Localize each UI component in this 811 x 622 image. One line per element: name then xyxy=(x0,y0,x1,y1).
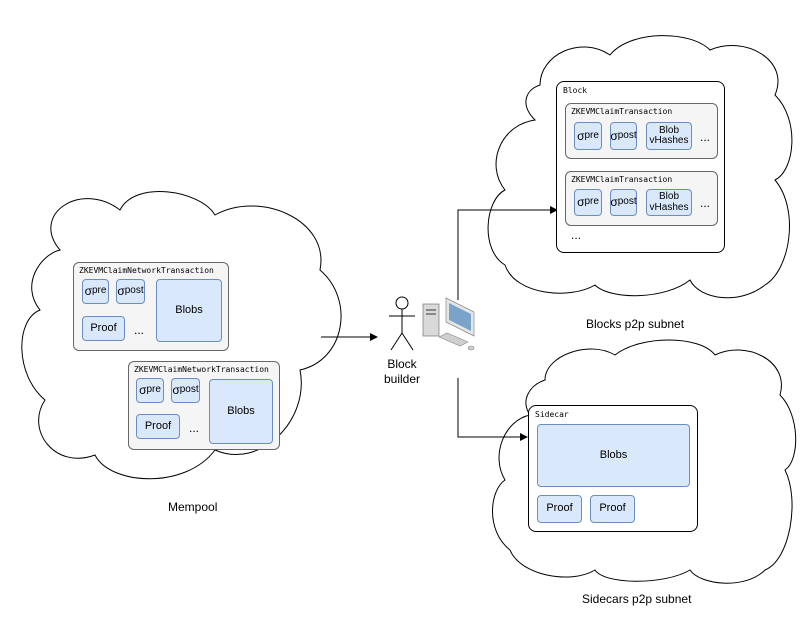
block-builder-label: Block builder xyxy=(383,357,421,386)
tx-title: ZKEVMClaimTransaction xyxy=(571,175,673,184)
proof-chip: Proof xyxy=(136,414,180,439)
ellipsis: ... xyxy=(700,196,711,210)
tx-title: ZKEVMClaimTransaction xyxy=(571,107,673,116)
ellipsis: ... xyxy=(189,421,200,435)
sidecar-title: Sidecar xyxy=(535,410,569,419)
ellipsis: ... xyxy=(134,323,145,337)
proof-chip-2: Proof xyxy=(590,495,635,523)
computer-icon xyxy=(422,297,475,351)
blobs-chip: Blobs xyxy=(537,424,690,487)
more-tx-ellipsis: ... xyxy=(571,228,582,242)
blobs-chip: Blobs xyxy=(209,379,273,444)
blobs-chip: Blobs xyxy=(156,279,222,342)
tx-title: ZKEVMClaimNetworkTransaction xyxy=(134,365,269,374)
ellipsis: ... xyxy=(700,130,711,144)
person-icon xyxy=(389,296,415,351)
block-title: Block xyxy=(563,86,588,95)
tx-title: ZKEVMClaimNetworkTransaction xyxy=(79,266,214,275)
mempool-label: Mempool xyxy=(168,500,218,514)
proof-chip-1: Proof xyxy=(537,495,582,523)
sidecars-subnet-label: Sidecars p2p subnet xyxy=(582,592,692,606)
blocks-subnet-label: Blocks p2p subnet xyxy=(586,317,685,331)
proof-chip: Proof xyxy=(82,316,125,341)
sidecar-container: Sidecar Blobs Proof Proof xyxy=(528,405,698,532)
